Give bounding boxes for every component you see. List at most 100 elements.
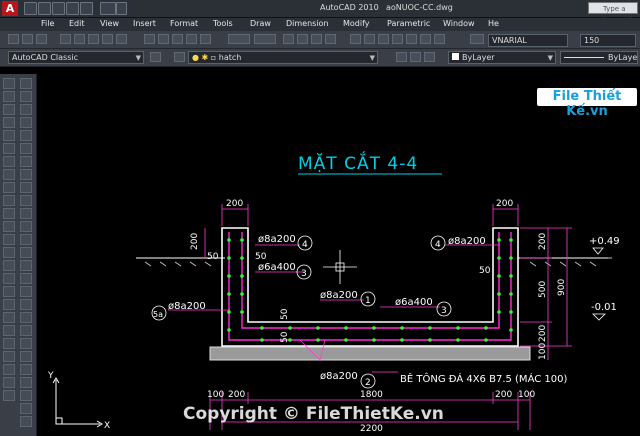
menu-help[interactable]: He	[488, 19, 499, 28]
multiline-text-icon[interactable]	[3, 312, 15, 323]
block-editor-icon[interactable]	[200, 34, 211, 44]
region-icon[interactable]	[3, 286, 15, 297]
stretch-icon[interactable]	[20, 182, 32, 193]
menu-view[interactable]: View	[100, 19, 119, 28]
plot-icon[interactable]	[100, 2, 116, 15]
chamfer-icon[interactable]	[20, 260, 32, 271]
menu-edit[interactable]: Edit	[69, 19, 85, 28]
erase-icon[interactable]	[20, 78, 32, 89]
text-style-icon[interactable]	[470, 34, 484, 44]
zoom-realtime-icon[interactable]	[297, 34, 308, 44]
3d-dwf-icon[interactable]	[102, 34, 113, 44]
paste-icon[interactable]	[172, 34, 183, 44]
insert-block-icon[interactable]	[3, 221, 15, 232]
mirror-icon[interactable]	[20, 104, 32, 115]
sheet-set-icon[interactable]	[392, 34, 403, 44]
menu-modify[interactable]: Modify	[343, 19, 370, 28]
line-icon[interactable]	[3, 78, 15, 89]
workspace-settings-icon[interactable]	[150, 52, 161, 62]
layer-match-icon[interactable]	[20, 351, 32, 362]
layer-off-icon[interactable]	[20, 312, 32, 323]
extend-icon[interactable]	[20, 208, 32, 219]
rectangle-icon[interactable]	[3, 130, 15, 141]
redo-icon[interactable]	[80, 2, 93, 15]
fillet-icon[interactable]	[20, 273, 32, 284]
offset-icon[interactable]	[20, 117, 32, 128]
zoom-window-icon[interactable]	[311, 34, 322, 44]
layer-unisolate-icon[interactable]	[20, 416, 32, 427]
arc-icon[interactable]	[3, 143, 15, 154]
text-height-combo[interactable]: 150	[580, 34, 636, 47]
open-icon[interactable]	[22, 34, 33, 44]
construction-line-icon[interactable]	[3, 91, 15, 102]
match-properties-icon[interactable]	[186, 34, 197, 44]
markup-icon[interactable]	[406, 34, 417, 44]
menu-parametric[interactable]: Parametric	[387, 19, 431, 28]
save-icon[interactable]	[36, 34, 47, 44]
array-icon[interactable]	[20, 130, 32, 141]
publish-map-icon[interactable]	[116, 34, 127, 44]
menu-format[interactable]: Format	[170, 19, 199, 28]
menu-insert[interactable]: Insert	[133, 19, 156, 28]
menu-window[interactable]: Window	[443, 19, 475, 28]
table-icon[interactable]	[3, 299, 15, 310]
polyline-icon[interactable]	[3, 104, 15, 115]
layer-previous-icon[interactable]	[410, 52, 421, 62]
copy-icon[interactable]	[158, 34, 169, 44]
make-block-icon[interactable]	[3, 234, 15, 245]
plot-icon[interactable]	[60, 34, 71, 44]
layer-isolate-icon[interactable]	[20, 299, 32, 310]
tool-palettes-icon[interactable]	[378, 34, 389, 44]
text-style-combo[interactable]: VNARIAL	[488, 34, 568, 47]
layer-lock-icon[interactable]	[20, 338, 32, 349]
cut-icon[interactable]	[144, 34, 155, 44]
drawing-canvas[interactable]: MẶT CẮT 4-4 200	[37, 74, 640, 436]
color-combo[interactable]: ByLayer▼	[448, 51, 556, 64]
linetype-combo[interactable]: ByLayer	[560, 51, 638, 64]
ellipse-arc-icon[interactable]	[3, 208, 15, 219]
layer-combo[interactable]: ● ✱ ▫ hatch ▼	[188, 51, 378, 64]
quick-access-dropdown-icon[interactable]	[116, 2, 127, 15]
layer-walk-icon[interactable]	[20, 364, 32, 375]
copy-object-icon[interactable]	[20, 91, 32, 102]
move-icon[interactable]	[20, 143, 32, 154]
explode-icon[interactable]	[20, 286, 32, 297]
undo-icon[interactable]	[66, 2, 79, 15]
layer-properties-icon[interactable]	[174, 52, 185, 62]
new-icon[interactable]	[8, 34, 19, 44]
design-center-icon[interactable]	[364, 34, 375, 44]
leader-icon[interactable]	[3, 390, 15, 401]
menu-tools[interactable]: Tools	[213, 19, 233, 28]
make-current-layer-icon[interactable]	[396, 52, 407, 62]
save-icon[interactable]	[52, 2, 65, 15]
spline-icon[interactable]	[3, 182, 15, 193]
undo-icon[interactable]	[228, 34, 250, 44]
layer-freeze-icon[interactable]	[20, 325, 32, 336]
autocad-logo-icon[interactable]: A	[2, 1, 18, 16]
zoom-previous-icon[interactable]	[325, 34, 336, 44]
layer-state-icon[interactable]	[424, 52, 435, 62]
ellipse-icon[interactable]	[3, 195, 15, 206]
menu-file[interactable]: File	[41, 19, 55, 28]
revision-cloud-icon[interactable]	[3, 169, 15, 180]
search-input[interactable]: Type a keyword	[588, 2, 638, 25]
layer-merge-icon[interactable]	[20, 377, 32, 388]
dimension-linear-icon[interactable]	[3, 338, 15, 349]
break-at-point-icon[interactable]	[20, 221, 32, 232]
publish-icon[interactable]	[88, 34, 99, 44]
dimension-radius-icon[interactable]	[3, 364, 15, 375]
layer-delete-icon[interactable]	[20, 390, 32, 401]
plot-preview-icon[interactable]	[74, 34, 85, 44]
quickcalc-icon[interactable]	[420, 34, 431, 44]
dimension-angular-icon[interactable]	[3, 377, 15, 388]
workspace-combo[interactable]: AutoCAD Classic▼	[8, 51, 144, 64]
new-file-icon[interactable]	[24, 2, 37, 15]
menu-draw[interactable]: Draw	[250, 19, 271, 28]
hatch-icon[interactable]	[3, 260, 15, 271]
dimension-aligned-icon[interactable]	[3, 351, 15, 362]
join-icon[interactable]	[20, 247, 32, 258]
redo-icon[interactable]	[254, 34, 276, 44]
text-a-icon[interactable]	[3, 325, 15, 336]
help-icon[interactable]	[434, 34, 445, 44]
menu-dimension[interactable]: Dimension	[286, 19, 329, 28]
